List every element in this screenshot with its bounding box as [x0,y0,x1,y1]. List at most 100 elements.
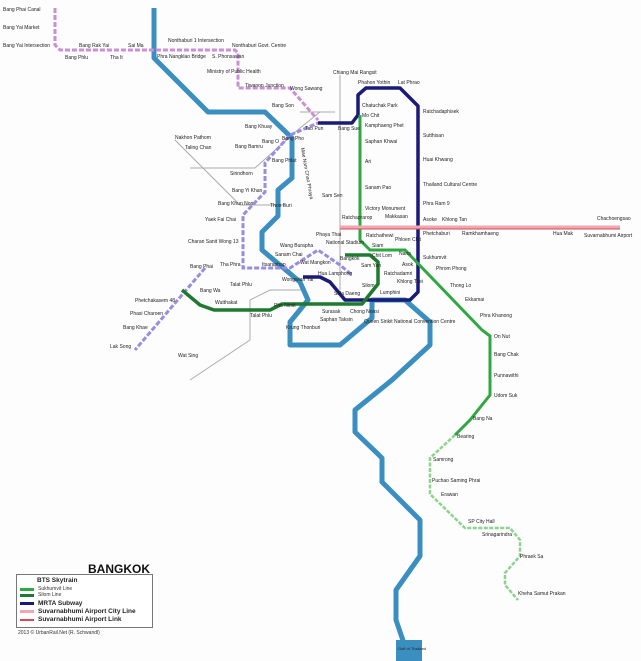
station-label: Tha It [110,55,123,61]
station-label: Sukhumvit [423,255,447,261]
station-label: Chit Lom [372,253,392,259]
station-label: Phasi Charoen [130,311,163,317]
station-label: Thon Buri [270,203,292,209]
station-label: Nonthaburi 1 Intersection [168,38,224,44]
station-label: Wong Sawang [290,86,323,92]
station-label: Charan Sanit Wong 13 [188,239,239,245]
station-label: Sanam Chai [275,252,303,258]
station-label: Wat Mangkon [300,260,331,266]
station-label: Phra Ram 9 [423,201,450,207]
silom-line [180,253,380,312]
station-label: Siam [372,243,383,249]
station-label: Silom [362,283,375,289]
station-label: Bang Pho [282,136,304,142]
station-label: Ramkhamhaeng [462,231,499,237]
map-title: BANGKOK [88,562,150,576]
station-label: Bang Bamru [235,144,263,150]
station-label: Ratchaprarop [342,215,373,221]
station-label: Phahon Yothin [358,80,390,86]
legend-heading: BTS Skytrain [37,577,78,584]
station-label: Bang Chak [494,352,519,358]
station-label: Srinagarindra [482,532,512,538]
station-label: Sirindhorn [230,171,253,177]
station-label: Bang Phlu [65,55,88,61]
gulf-label: Gulf of Thailand [398,646,426,651]
station-label: Bang Sue [338,126,360,132]
station-label: Phetchaburi [423,231,450,237]
station-label: Ari [365,159,371,165]
station-label: Wutthakat [215,300,238,306]
credit: 2013 © UrbanRail.Net (R. Schwandl) [18,630,100,636]
station-label: Saphan Khwai [365,139,397,145]
station-label: Phaya Thai [316,232,341,238]
station-label: Bearing [457,434,474,440]
station-label: Bang Phai Canal [3,7,41,13]
station-label: Khlong Tan [442,217,467,223]
station-label: Tha Phra [220,262,241,268]
station-label: Yaek Fai Chai [205,217,236,223]
station-label: Nana [399,251,411,257]
station-label: Phetchakasem 48 [135,298,175,304]
airport-link-swatch [20,618,34,621]
station-label: Thailand Cultural Centre [423,182,477,188]
station-label: Sutthisan [423,133,444,139]
legend-city-line: Suvarnabhumi Airport City Line [20,608,136,615]
station-label: Punnawithi [494,373,518,379]
station-label: Bang Na [473,416,493,422]
station-label: Hua Mak [553,231,574,237]
gulf-box [396,640,422,661]
station-label: Taling Chan [185,145,212,151]
legend-label: Sukhumvit Line [38,586,73,592]
station-label: Erawan [441,492,458,498]
legend: BTS Skytrain Sukhumvit Line Silom Line M… [16,574,153,628]
station-label: Nakhon Pathom [175,135,211,141]
station-label: Suvarnabhumi Airport [584,233,633,239]
station-label: On Nut [494,334,510,340]
station-label: Ratchadaphisek [423,109,459,115]
station-label: Khlong Toei [397,279,423,285]
station-label: Phra Khanong [480,313,512,319]
station-label: Ratchadamri [384,271,412,277]
mrt-line [303,86,420,302]
station-label: Wang Burapha [280,243,313,249]
station-label: Chong Nonsi [350,309,379,315]
sukhumvit-extension [428,434,522,601]
station-label: Saphan Taksin [320,317,353,323]
station-label: Pho Nimit [274,303,296,309]
city-line-swatch [20,610,34,613]
station-label: Makkasan [385,214,408,220]
station-label: Lak Song [110,344,131,350]
station-label: Huai Khwang [423,157,453,163]
station-label: Nonthaburi Govt. Centre [232,43,286,49]
station-label: Queen Sirikit National Convention Centre [364,319,456,325]
station-label: Bang Khae [123,325,148,331]
station-label: Phloen Chit [395,237,421,243]
legend-sukhumvit: Sukhumvit Line [20,586,72,592]
station-label: Tao Pun [305,126,324,132]
station-label: Phra Nangklao Bridge [157,54,206,60]
station-label: Bang Phai [190,264,213,270]
station-label: Phraek Sa [520,554,544,560]
station-label: Victory Monument [365,206,406,212]
station-label: Itsaraphap [262,262,286,268]
station-label: National Stadium [326,240,364,246]
station-label: Asoke [423,217,437,223]
station-label: Talat Phlu [230,282,252,288]
station-label: Bang Rak Yai [79,43,109,49]
station-label: Hua Lamphong [318,271,352,277]
station-label: Bang Wa [200,288,221,294]
station-label: Sam Yan [361,263,381,269]
station-label: Bang Yai Intersection [3,43,50,49]
legend-airport-link: Suvarnabhumi Airport Link [20,616,122,623]
station-label: Sam Sen [322,193,343,199]
blue-line-extension [133,121,353,351]
silom-swatch [20,593,34,597]
station-label: Chatuchak Park [362,103,398,109]
station-label: Udom Suk [494,393,518,399]
station-label: Bang Son [272,103,294,109]
chao-phraya-river [151,8,433,661]
station-label: Bang Khun Non [218,201,254,207]
